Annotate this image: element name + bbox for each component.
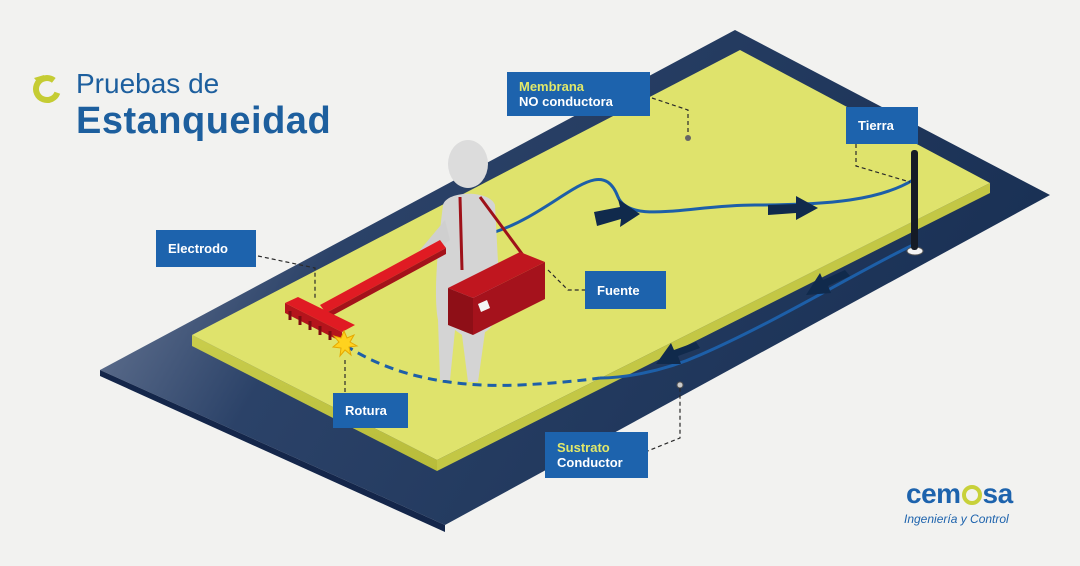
break-spark-icon bbox=[331, 329, 359, 358]
callout-tierra-label: Tierra bbox=[858, 118, 894, 133]
callout-membrana: Membrana NO conductora bbox=[507, 72, 650, 116]
callout-sustrato: Sustrato Conductor bbox=[545, 432, 648, 478]
logo-o-ring-icon bbox=[961, 485, 982, 505]
membrane-edge-right bbox=[437, 183, 990, 471]
substrate-slab-edge bbox=[100, 370, 445, 532]
callout-electrodo: Electrodo bbox=[156, 230, 256, 267]
electrode-rake bbox=[285, 240, 446, 342]
power-source-box bbox=[448, 252, 545, 335]
wire-to-ground bbox=[494, 178, 914, 234]
callout-electrodo-label: Electrodo bbox=[168, 241, 228, 256]
callout-tierra: Tierra bbox=[846, 107, 918, 144]
callout-sustrato-accent: Sustrato bbox=[557, 440, 610, 455]
callout-membrana-accent: Membrana bbox=[519, 79, 585, 94]
membrane-edge bbox=[192, 335, 437, 471]
arrow-current-4 bbox=[656, 342, 700, 364]
callout-fuente-label: Fuente bbox=[597, 282, 640, 298]
callout-rotura: Rotura bbox=[333, 393, 408, 428]
title-line-2: Estanqueidad bbox=[76, 100, 332, 142]
wire-ground-return bbox=[599, 243, 914, 380]
membrane-sheet bbox=[192, 50, 990, 460]
ground-rod bbox=[911, 150, 918, 250]
refresh-arrow-icon bbox=[33, 75, 61, 103]
arrow-current-2 bbox=[768, 196, 818, 220]
callout-rotura-label: Rotura bbox=[345, 403, 387, 418]
callout-sustrato-text: Conductor bbox=[557, 455, 623, 470]
leader-lines bbox=[257, 97, 911, 453]
membrane-marker bbox=[685, 135, 691, 141]
logo-before: cem bbox=[906, 478, 961, 509]
title-line-1: Pruebas de bbox=[76, 68, 220, 99]
arrow-current-3 bbox=[806, 270, 850, 295]
callout-fuente: Fuente bbox=[585, 271, 666, 309]
substrate-marker bbox=[676, 381, 684, 389]
leak-current-path bbox=[344, 343, 601, 387]
callout-membrana-text: NO conductora bbox=[519, 94, 613, 109]
logo-subtitle: Ingeniería y Control bbox=[904, 512, 1009, 526]
arrow-current-1 bbox=[594, 199, 640, 227]
logo-after: sa bbox=[982, 478, 1014, 509]
